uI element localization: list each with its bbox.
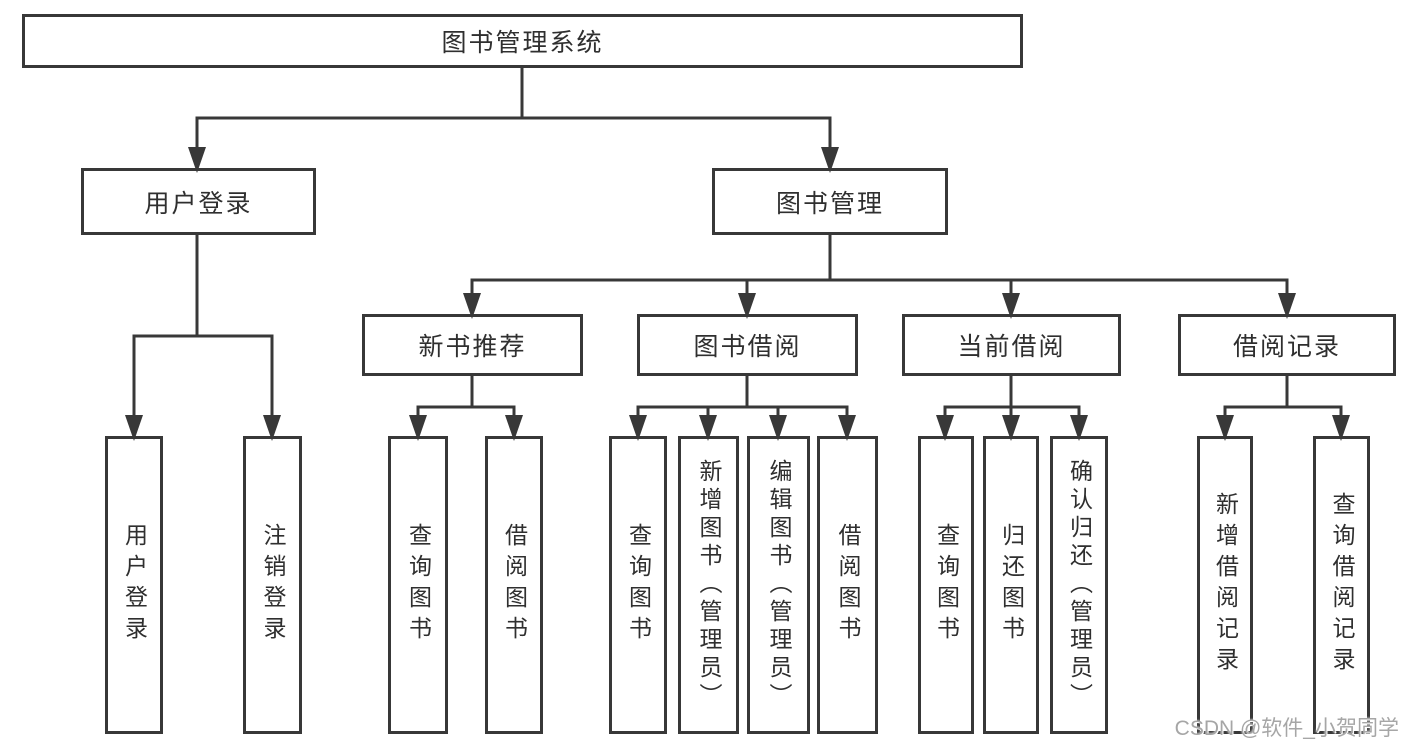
node-user-login-label: 用户登录 xyxy=(144,189,253,218)
leaf-borrow-book-1-label: 借阅图书 xyxy=(501,523,528,647)
node-book-management: 图书管理 xyxy=(712,168,948,235)
leaf-add-book-admin-label: 新增图书（管理员） xyxy=(696,459,722,711)
leaf-add-borrow-record-label: 新增借阅记录 xyxy=(1212,492,1239,678)
leaf-return-book-label: 归还图书 xyxy=(998,523,1025,647)
node-book-borrow: 图书借阅 xyxy=(637,314,858,376)
leaf-user-login-label: 用户登录 xyxy=(121,523,148,647)
leaf-logout: 注销登录 xyxy=(243,436,302,734)
leaf-confirm-return-admin: 确认归还（管理员） xyxy=(1050,436,1108,734)
node-user-login: 用户登录 xyxy=(81,168,316,235)
leaf-user-login: 用户登录 xyxy=(105,436,163,734)
leaf-query-book-2: 查询图书 xyxy=(609,436,667,734)
leaf-edit-book-admin-label: 编辑图书（管理员） xyxy=(766,459,792,711)
leaf-query-borrow-record: 查询借阅记录 xyxy=(1313,436,1370,734)
node-new-book-recommend: 新书推荐 xyxy=(362,314,583,376)
leaf-confirm-return-admin-label: 确认归还（管理员） xyxy=(1066,459,1093,711)
node-current-borrow: 当前借阅 xyxy=(902,314,1121,376)
leaf-query-book-1-label: 查询图书 xyxy=(405,523,432,647)
leaf-query-borrow-record-label: 查询借阅记录 xyxy=(1329,492,1355,678)
leaf-add-book-admin: 新增图书（管理员） xyxy=(678,436,739,734)
leaf-edit-book-admin: 编辑图书（管理员） xyxy=(747,436,810,734)
leaf-query-book-2-label: 查询图书 xyxy=(625,523,652,647)
leaf-logout-label: 注销登录 xyxy=(260,523,286,647)
node-current-borrow-label: 当前借阅 xyxy=(957,333,1066,361)
node-root: 图书管理系统 xyxy=(22,14,1023,68)
node-new-book-recommend-label: 新书推荐 xyxy=(418,333,527,361)
node-root-label: 图书管理系统 xyxy=(441,29,604,57)
leaf-borrow-book-2-label: 借阅图书 xyxy=(835,523,861,647)
node-borrow-record: 借阅记录 xyxy=(1178,314,1396,376)
leaf-return-book: 归还图书 xyxy=(983,436,1039,734)
node-book-borrow-label: 图书借阅 xyxy=(693,333,802,361)
leaf-borrow-book-2: 借阅图书 xyxy=(817,436,878,734)
leaf-query-book-1: 查询图书 xyxy=(388,436,448,734)
leaf-query-book-3: 查询图书 xyxy=(918,436,974,734)
node-borrow-record-label: 借阅记录 xyxy=(1232,333,1341,361)
node-book-management-label: 图书管理 xyxy=(775,189,884,218)
leaf-borrow-book-1: 借阅图书 xyxy=(485,436,543,734)
leaf-add-borrow-record: 新增借阅记录 xyxy=(1197,436,1253,734)
watermark: CSDN @软件_小贺同学 xyxy=(1174,717,1399,740)
leaf-query-book-3-label: 查询图书 xyxy=(933,523,960,647)
